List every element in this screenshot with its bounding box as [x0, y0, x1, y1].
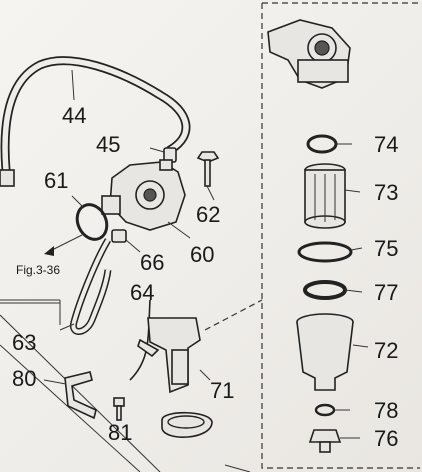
callout-63: 63 [12, 330, 36, 355]
callout-81: 81 [108, 420, 132, 445]
bowl-72 [296, 313, 369, 391]
drain-plug-76 [308, 429, 360, 453]
callout-74: 74 [374, 132, 398, 157]
callout-71: 71 [210, 378, 234, 403]
hose-64 [129, 299, 160, 381]
oring-78 [314, 403, 350, 417]
bracket-80 [43, 371, 97, 420]
callout-44: 44 [62, 103, 86, 128]
ring-77 [303, 280, 363, 300]
filter-assembly-box [204, 2, 420, 469]
nut-66 [111, 229, 141, 253]
page-lines [0, 299, 251, 472]
callout-72: 72 [374, 338, 398, 363]
hose-44 [0, 56, 191, 187]
callout-76: 76 [374, 426, 398, 451]
pump-60 [101, 159, 191, 239]
callout-78: 78 [374, 398, 398, 423]
filter-head [267, 19, 351, 89]
oring-61 [71, 195, 109, 241]
callout-60: 60 [190, 242, 214, 267]
oring-74 [306, 134, 352, 154]
callout-77: 77 [374, 280, 398, 305]
callout-75: 75 [374, 236, 398, 261]
bolt-81 [113, 397, 125, 421]
callout-80: 80 [12, 366, 36, 391]
ring-75 [297, 241, 363, 263]
bolt-62 [196, 151, 220, 201]
fig-reference: Fig.3-36 [16, 263, 60, 277]
filter-element-73 [304, 163, 361, 229]
callout-61: 61 [44, 168, 68, 193]
callout-45: 45 [96, 132, 120, 157]
callout-62: 62 [196, 202, 220, 227]
callout-66: 66 [140, 250, 164, 275]
callout-73: 73 [374, 180, 398, 205]
hose-63 [59, 238, 112, 335]
fig-reference-arrow [44, 234, 83, 256]
filter-housing-71 [147, 317, 213, 438]
callout-64: 64 [130, 280, 154, 305]
